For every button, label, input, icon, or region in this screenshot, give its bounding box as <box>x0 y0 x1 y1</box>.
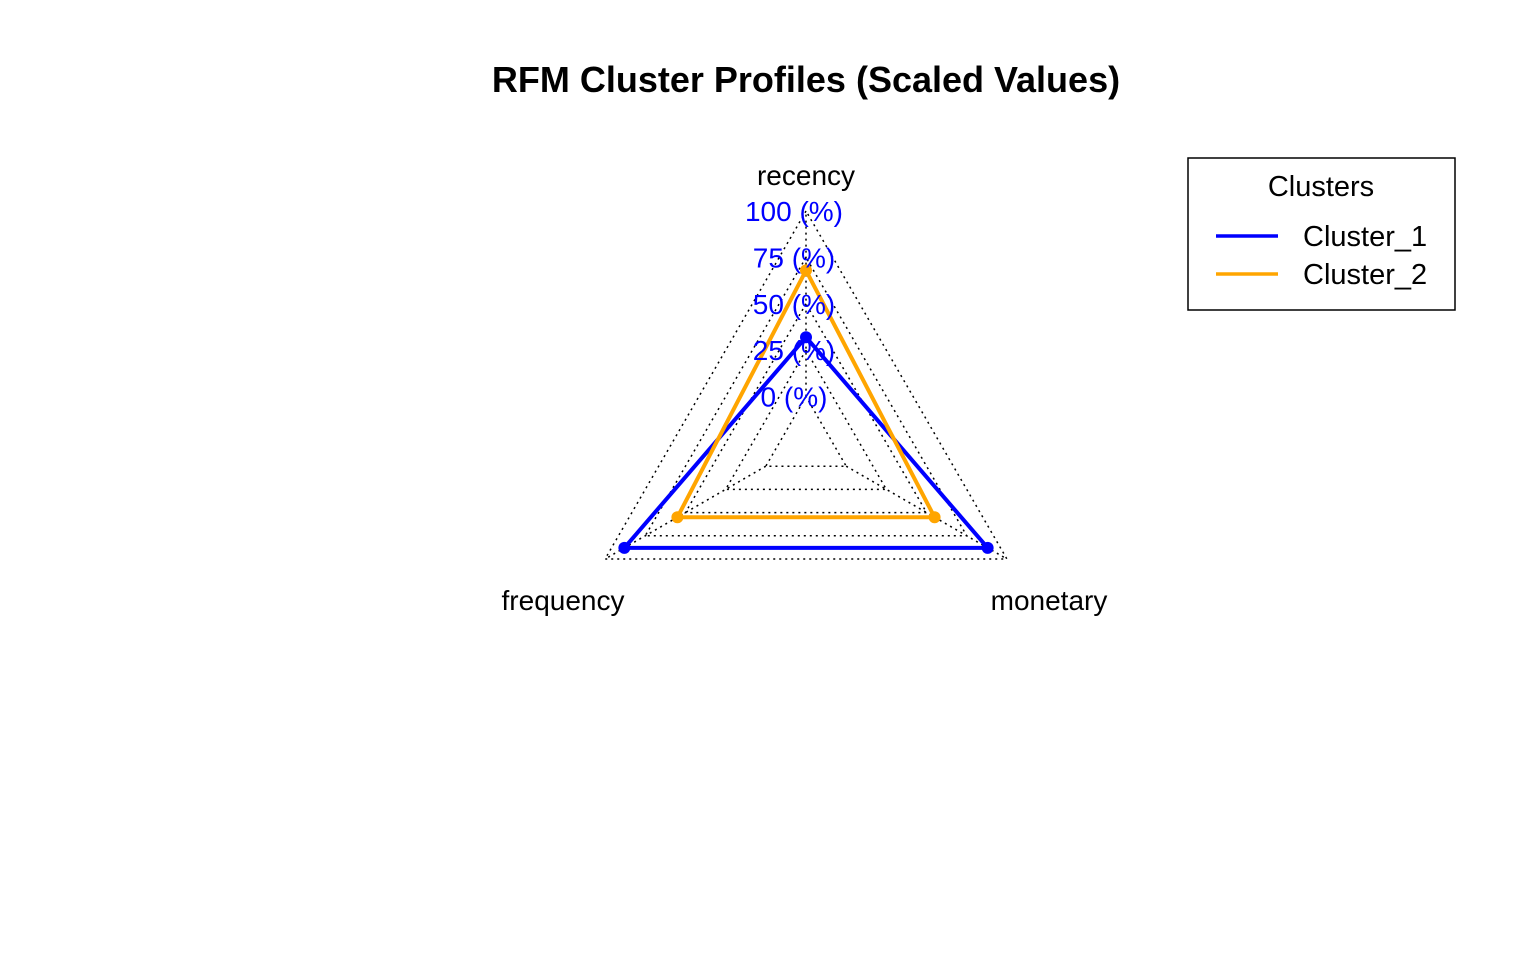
series-point-Cluster_2-recency <box>800 264 812 277</box>
grid-spoke-monetary <box>845 465 1008 560</box>
tick-label-4: 100 (%) <box>745 196 843 227</box>
series-point-Cluster_1-recency <box>800 331 812 344</box>
legend-label-Cluster_1: Cluster_1 <box>1303 221 1427 253</box>
chart-title: RFM Cluster Profiles (Scaled Values) <box>492 59 1120 100</box>
legend-box <box>1187 157 1456 311</box>
series-point-Cluster_2-monetary <box>928 511 941 524</box>
grid-ring-1 <box>724 348 888 491</box>
axis-label-monetary: monetary <box>991 585 1108 616</box>
series-line-Cluster_2 <box>675 268 937 520</box>
legend-title: Clusters <box>1268 171 1374 203</box>
legend-label-Cluster_2: Cluster_2 <box>1303 259 1427 291</box>
radar-series <box>618 264 994 554</box>
tick-label-3: 75 (%) <box>753 242 835 273</box>
series-point-Cluster_2-frequency <box>671 511 684 524</box>
axis-label-recency: recency <box>757 160 855 191</box>
series-point-Cluster_1-frequency <box>618 541 631 554</box>
radar-tick-labels: 0 (%) 25 (%) 50 (%) 75 (%) 100 (%) <box>745 196 843 413</box>
tick-label-1: 25 (%) <box>753 335 835 366</box>
tick-label-2: 50 (%) <box>753 289 835 320</box>
axis-label-frequency: frequency <box>502 585 625 616</box>
tick-label-0: 0 (%) <box>761 382 828 413</box>
series-point-Cluster_1-monetary <box>981 541 994 554</box>
grid-ring-0 <box>764 395 848 467</box>
grid-spoke-frequency <box>604 465 767 560</box>
